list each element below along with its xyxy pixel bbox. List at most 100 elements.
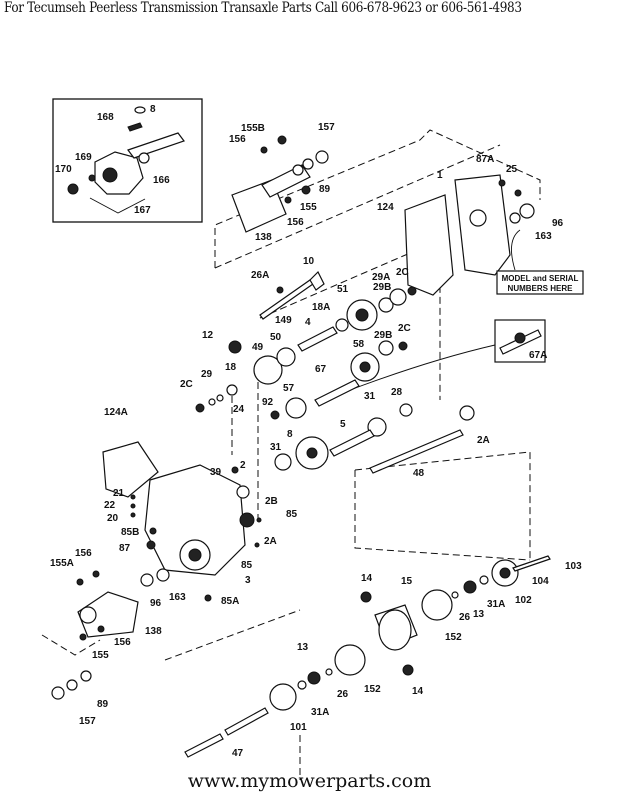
label-14-2: 14 xyxy=(412,686,424,697)
label-156-b: 156 xyxy=(287,217,304,228)
label-51: 51 xyxy=(337,284,349,295)
label-58: 58 xyxy=(353,339,365,350)
footer-website-url[interactable]: www.mymowerparts.com xyxy=(187,770,432,792)
hub-center xyxy=(102,167,118,183)
label-96: 96 xyxy=(552,218,564,229)
label-167: 167 xyxy=(134,205,151,216)
washer-29B-2 xyxy=(378,340,394,356)
axle-housing-upper xyxy=(231,135,329,233)
label-2C: 2C xyxy=(396,267,409,278)
gear-12 xyxy=(228,340,242,354)
stud-168 xyxy=(127,122,143,132)
axle-47-end xyxy=(184,733,224,758)
gear-8-hub xyxy=(306,447,318,459)
fork-10 xyxy=(309,270,325,291)
label-18A: 18A xyxy=(312,302,330,313)
bolt-103 xyxy=(512,555,551,572)
label-31A-2: 31A xyxy=(311,707,329,718)
label-3: 3 xyxy=(245,575,251,586)
axle-48 xyxy=(369,429,464,474)
gear-train xyxy=(195,270,475,474)
label-25: 25 xyxy=(506,164,518,175)
bolt-155B xyxy=(277,135,287,145)
label-48: 48 xyxy=(413,468,425,479)
shaft-5 xyxy=(329,429,375,457)
washer-31-2 xyxy=(274,453,292,471)
gear-58-hub xyxy=(359,361,371,373)
washer-26-2 xyxy=(325,668,333,676)
label-170: 170 xyxy=(55,164,72,175)
label-149: 149 xyxy=(275,315,292,326)
label-29B: 29B xyxy=(373,282,391,293)
guide-lower-mid xyxy=(164,609,301,661)
label-124A: 124A xyxy=(104,407,128,418)
pin-22 xyxy=(130,503,136,509)
label-92: 92 xyxy=(262,397,274,408)
washer-169 xyxy=(88,174,96,182)
nut-156 xyxy=(260,146,268,154)
seal-89b xyxy=(302,158,314,170)
label-101: 101 xyxy=(290,722,307,733)
label-29A: 29A xyxy=(372,272,390,283)
label-1: 1 xyxy=(437,170,443,181)
arrow-67A xyxy=(349,344,496,391)
axle-shaft xyxy=(127,132,185,159)
label-29: 29 xyxy=(201,369,213,380)
washer-29B xyxy=(378,297,394,313)
leader-167 xyxy=(89,197,146,214)
callout-line-1: MODEL and SERIAL xyxy=(502,274,579,283)
label-89-lower: 89 xyxy=(97,699,109,710)
pinion-14 xyxy=(360,591,372,603)
washer-31 xyxy=(367,417,387,437)
label-87A: 87A xyxy=(476,154,494,165)
nut-87 xyxy=(146,540,156,550)
label-10: 10 xyxy=(303,256,315,267)
bushing-92 xyxy=(270,410,280,420)
label-4: 4 xyxy=(305,317,311,328)
label-155A: 155A xyxy=(50,558,74,569)
label-20: 20 xyxy=(107,513,119,524)
bolt-155A xyxy=(76,578,84,586)
label-163-lower: 163 xyxy=(169,592,186,603)
label-103: 103 xyxy=(565,561,582,572)
guide-right-2 xyxy=(354,470,531,561)
label-2A-2: 2A xyxy=(264,536,277,547)
seal-89-lower-b xyxy=(80,670,92,682)
label-168: 168 xyxy=(97,112,114,123)
oring-163 xyxy=(509,212,521,224)
label-85: 85 xyxy=(286,509,298,520)
label-156: 156 xyxy=(229,134,246,145)
bolt-87A xyxy=(498,179,506,187)
case-3 xyxy=(144,464,246,576)
label-155B: 155B xyxy=(241,123,265,134)
gear-13 xyxy=(463,580,477,594)
gear-67A xyxy=(514,332,526,344)
label-29B-2: 29B xyxy=(374,330,392,341)
seal-89-lower-a xyxy=(66,679,78,691)
axle-housing-lower xyxy=(51,568,170,700)
label-89: 89 xyxy=(319,184,331,195)
shaft-67 xyxy=(314,379,360,407)
label-26-2: 26 xyxy=(337,689,349,700)
cover-boss xyxy=(469,209,487,227)
label-156-d: 156 xyxy=(114,637,131,648)
gear-57 xyxy=(285,397,307,419)
label-14: 14 xyxy=(361,573,373,584)
washer-24 xyxy=(216,394,224,402)
label-87: 87 xyxy=(119,543,131,554)
label-21: 21 xyxy=(113,488,125,499)
label-138: 138 xyxy=(255,232,272,243)
pin-21 xyxy=(130,494,136,500)
hub-101 xyxy=(269,683,297,711)
label-85A: 85A xyxy=(221,596,239,607)
bearing-2A-2 xyxy=(239,512,255,528)
case-bore xyxy=(188,548,202,562)
carrier-152 xyxy=(421,589,453,621)
pinion-14-2 xyxy=(402,664,414,676)
seal-96-lower xyxy=(140,573,154,587)
gasket-124 xyxy=(404,194,454,296)
gasket-124A xyxy=(102,441,159,498)
label-2C-3: 2C xyxy=(180,379,193,390)
label-85B: 85B xyxy=(121,527,139,538)
